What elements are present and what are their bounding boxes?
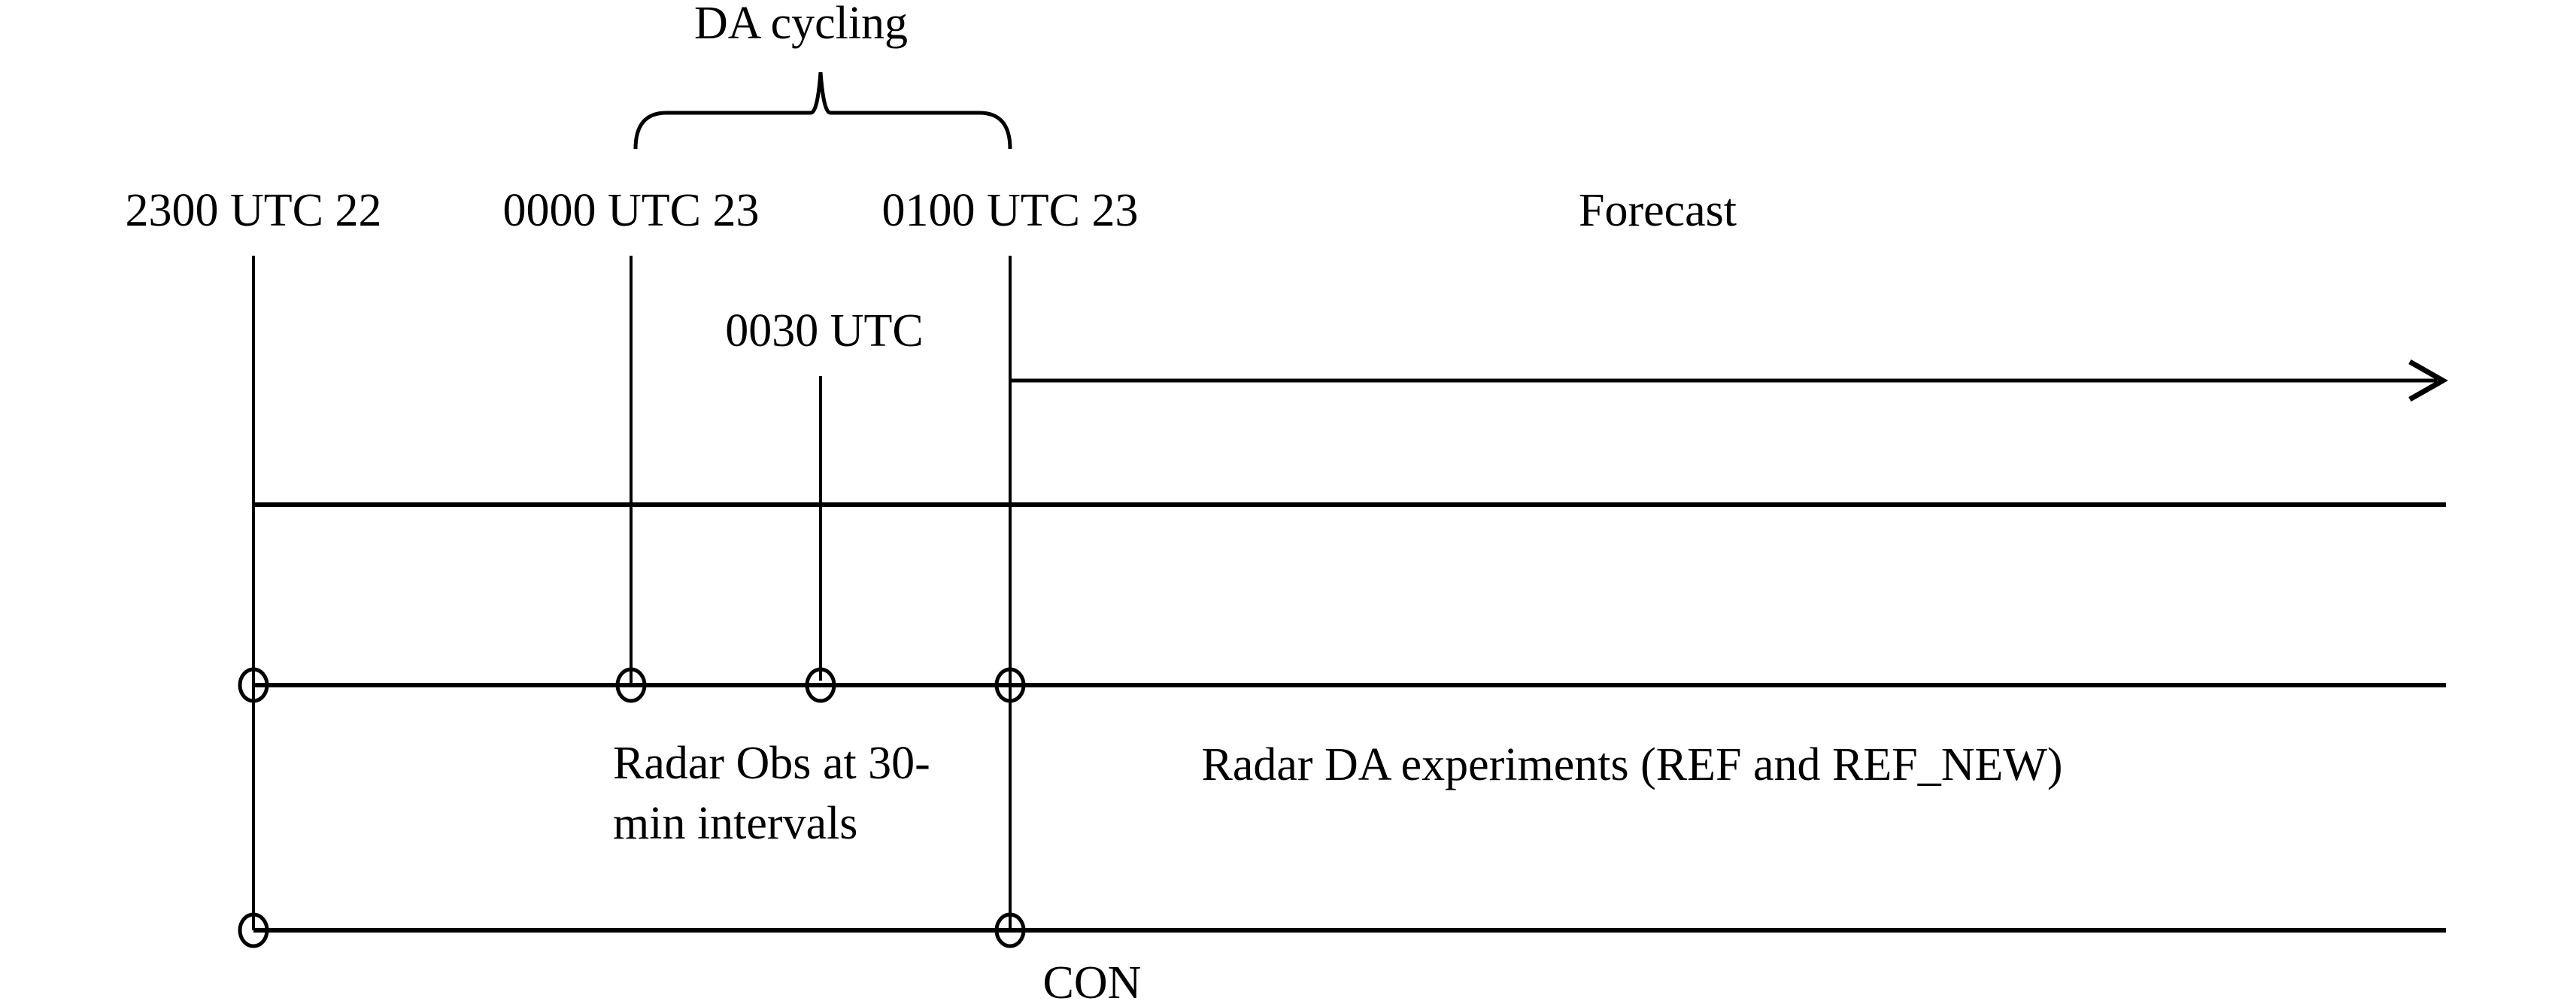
forecast-arrow-head-icon: [2408, 359, 2449, 402]
radar-obs-note-line2: min intervals: [613, 798, 858, 849]
analysis-marker-icon: [615, 667, 647, 703]
analysis-marker-icon: [994, 912, 1026, 948]
analysis-marker-icon: [994, 667, 1026, 703]
con-label: CON: [1042, 957, 1142, 1007]
forecast-label: Forecast: [1578, 185, 1737, 236]
analysis-marker-icon: [805, 667, 836, 703]
radar-obs-note-line1: Radar Obs at 30-: [613, 738, 930, 789]
time-label-2300utc22: 2300 UTC 22: [125, 185, 382, 236]
radar-obs-note: Radar Obs at 30- min intervals: [613, 733, 930, 854]
radar-da-experiments-label: Radar DA experiments (REF and REF_NEW): [1201, 739, 2063, 790]
time-label-0100utc23: 0100 UTC 23: [881, 185, 1139, 236]
analysis-marker-icon: [238, 912, 269, 948]
da-cycling-title: DA cycling: [693, 0, 909, 49]
da-cycling-brace-icon: [633, 71, 1012, 150]
time-label-0030utc: 0030 UTC: [725, 305, 924, 356]
analysis-marker-icon: [238, 667, 269, 703]
time-label-0000utc23: 0000 UTC 23: [502, 185, 760, 236]
